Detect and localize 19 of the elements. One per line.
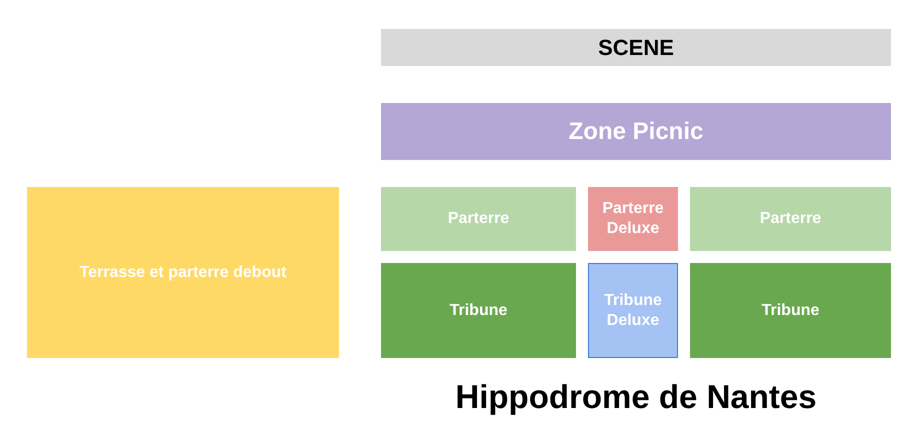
- zone-label: Tribune: [450, 300, 508, 320]
- zone-label: Zone Picnic: [568, 116, 704, 146]
- seating-zone: [690, 263, 891, 358]
- zone-label: Tribune: [762, 300, 820, 320]
- seating-zone: [690, 187, 891, 251]
- zone-label: Parterre: [448, 209, 510, 229]
- seating-zone: [381, 29, 891, 66]
- seating-zone: [381, 103, 891, 160]
- zone-label: Parterre Deluxe: [601, 199, 665, 239]
- diagram-title: Hippodrome de Nantes: [454, 377, 818, 417]
- zone-label: Terrasse et parterre debout: [80, 262, 286, 282]
- seating-zone: [381, 263, 576, 358]
- zone-label: SCENE: [598, 34, 674, 62]
- seating-zone: [588, 187, 678, 251]
- seating-zone: [27, 187, 339, 358]
- zone-label: Tribune Deluxe: [603, 290, 663, 330]
- seating-zone: [381, 187, 576, 251]
- seating-zone: [588, 263, 678, 358]
- zone-label: Parterre: [760, 209, 822, 229]
